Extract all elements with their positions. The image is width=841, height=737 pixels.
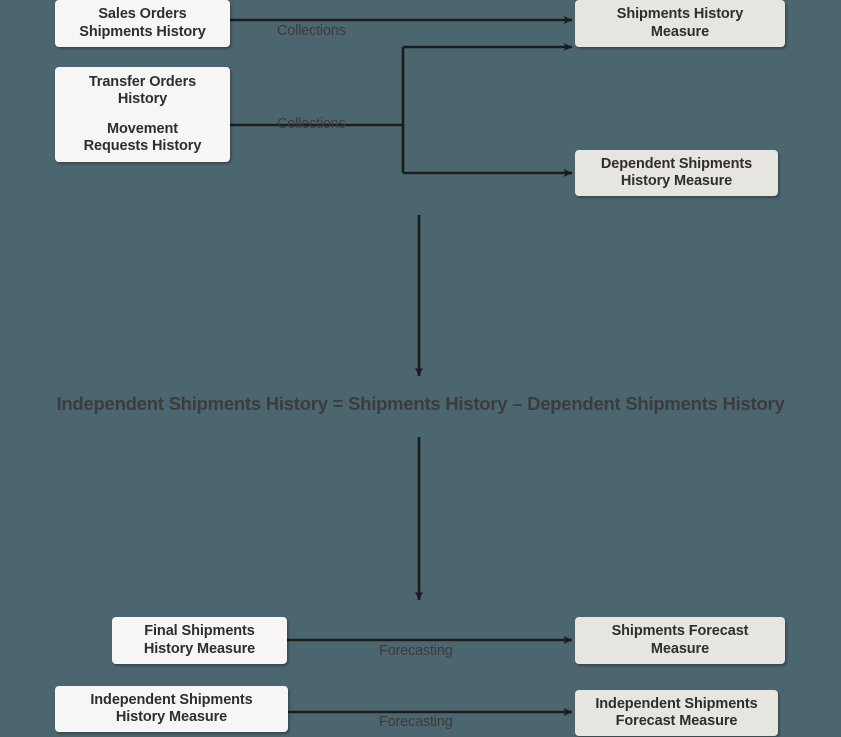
edge-label-collections-top: Collections [277,23,346,39]
node-line: Shipments History [616,6,744,23]
node-line: Shipments Forecast [611,623,749,640]
node-final-shipments-history-measure[interactable]: Final Shipments History Measure [112,617,287,664]
node-line: History [117,91,168,108]
edge-label-forecasting-top: Forecasting [379,643,453,659]
node-line: Shipments History [79,23,206,40]
node-transfer-orders-movement-requests-history[interactable]: Transfer Orders History Movement Request… [55,67,230,162]
node-shipments-forecast-measure[interactable]: Shipments Forecast Measure [575,617,785,664]
node-shipments-history-measure[interactable]: Shipments History Measure [575,0,785,47]
node-line: Requests History [83,137,202,154]
node-sales-orders-shipments-history[interactable]: Sales Orders Shipments History [55,0,230,47]
node-line: History Measure [143,640,256,657]
node-line: Measure [650,640,710,657]
node-line: Independent Shipments [595,695,758,712]
node-independent-shipments-forecast-measure[interactable]: Independent Shipments Forecast Measure [575,690,778,736]
node-line: Dependent Shipments [600,155,753,172]
equation-independent-shipments-history: Independent Shipments History = Shipment… [56,393,785,414]
node-line: Independent Shipments [90,691,253,708]
node-line: Sales Orders [98,6,187,23]
node-dependent-shipments-history-measure[interactable]: Dependent Shipments History Measure [575,150,778,196]
edge-label-collections-bottom: Collections [277,116,346,132]
node-line: History Measure [115,709,228,725]
node-line: Transfer Orders [88,74,197,91]
node-line: Forecast Measure [615,713,738,729]
node-line: Final Shipments [144,623,255,640]
node-line: History Measure [620,173,733,189]
edge-label-forecasting-bottom: Forecasting [379,714,453,730]
node-independent-shipments-history-measure[interactable]: Independent Shipments History Measure [55,686,288,732]
node-line: Measure [650,23,710,40]
node-line: Movement [107,120,178,137]
